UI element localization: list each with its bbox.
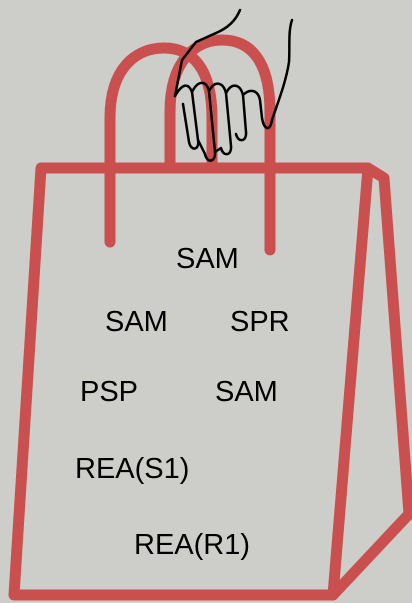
bag-label: SAM (215, 376, 278, 408)
bag-handle-right (170, 40, 270, 250)
bag-handle-left (110, 48, 212, 242)
bag-label: REA(R1) (134, 529, 250, 561)
bag-label: SAM (105, 306, 168, 338)
bag-label: SPR (230, 306, 290, 338)
bag-label: PSP (80, 376, 138, 408)
bag-side-gusset (333, 168, 409, 595)
bag-label: SAM (176, 243, 239, 275)
hand-finger-1 (175, 86, 198, 149)
bag-label: REA(S1) (75, 453, 189, 485)
bag-labels: SAM SAM SPR PSP SAM REA(S1) REA(R1) (75, 243, 290, 561)
